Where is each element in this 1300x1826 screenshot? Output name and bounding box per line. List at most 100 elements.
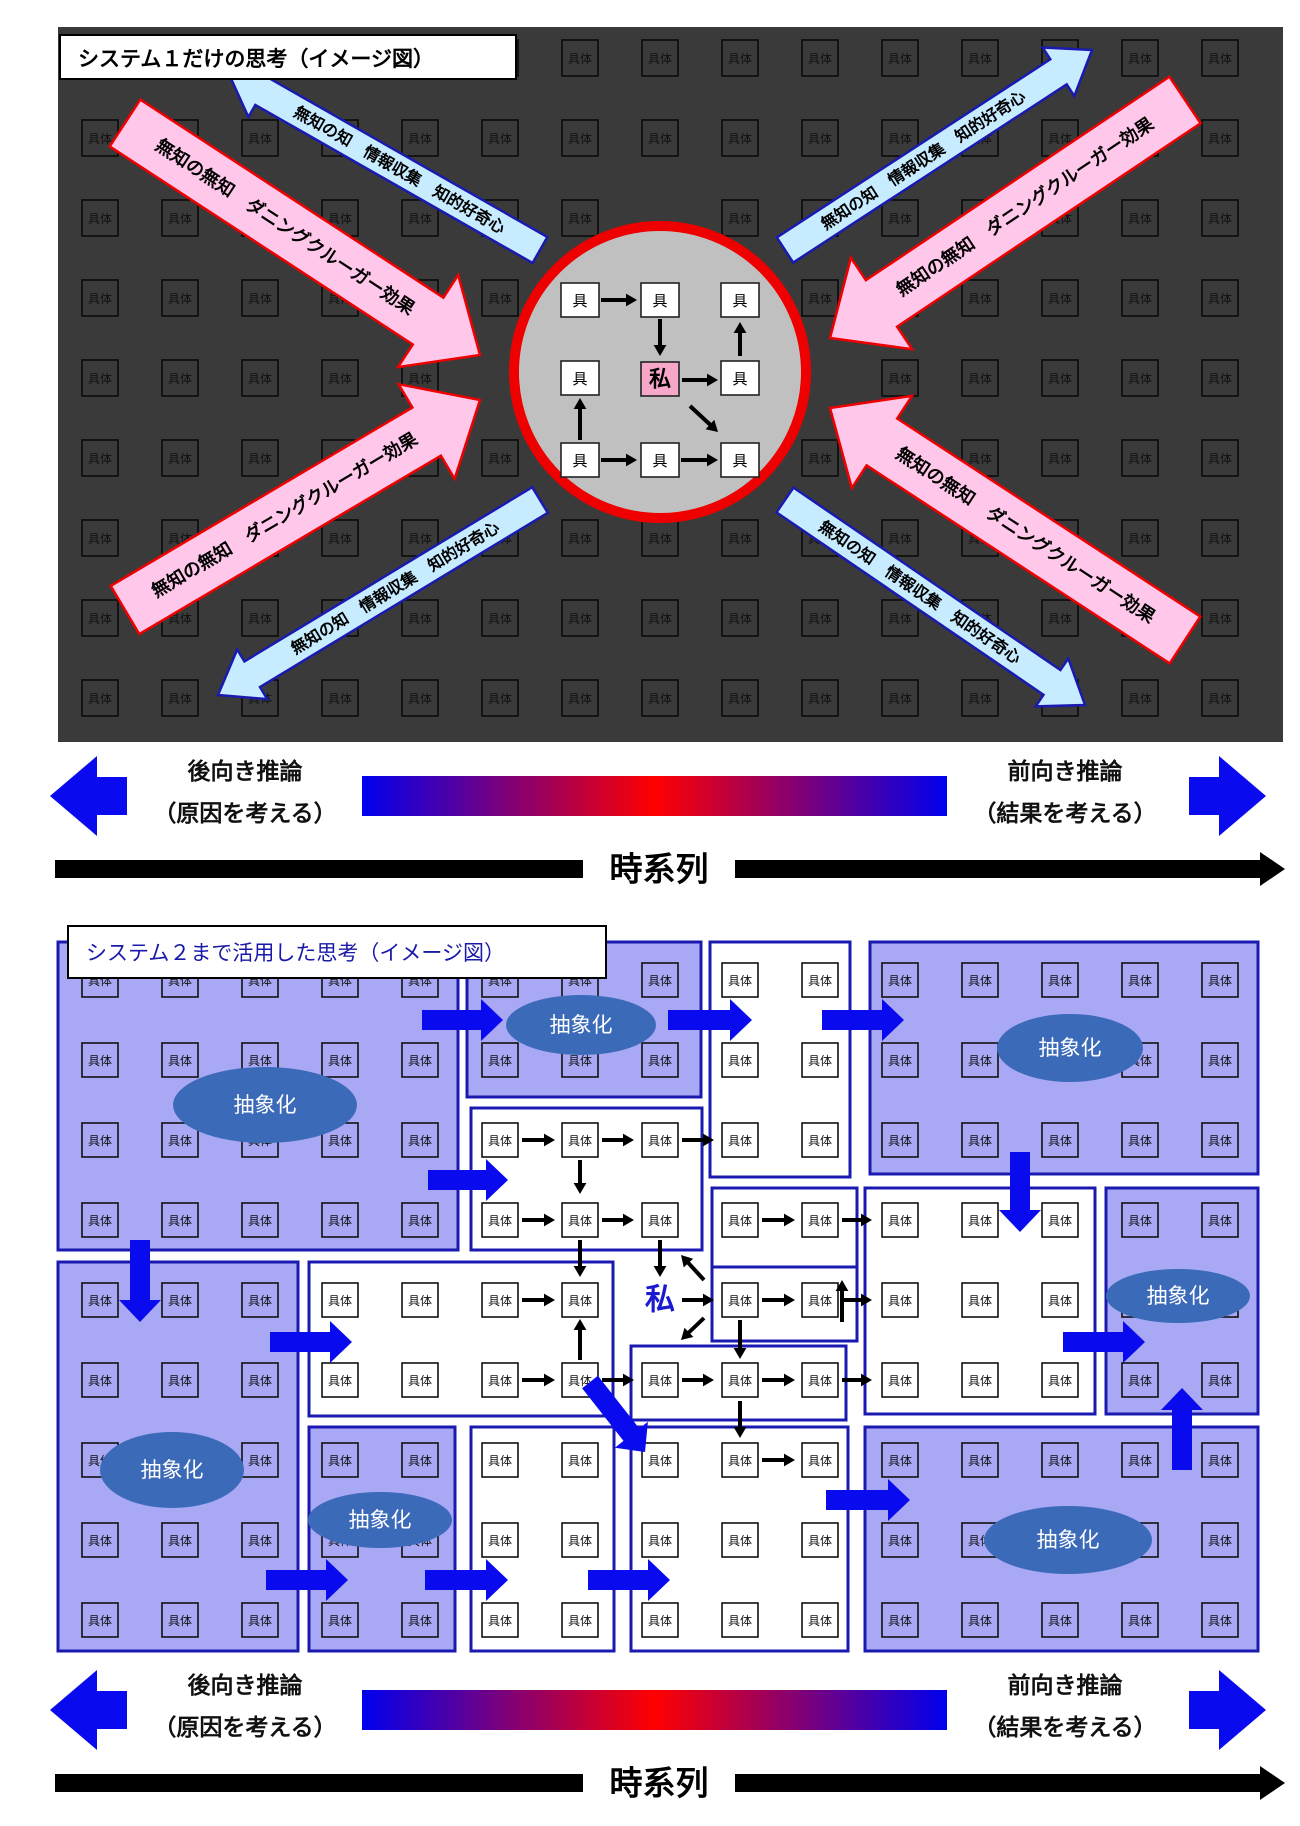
concrete-cell-label: 具 [732, 370, 747, 388]
concrete-cell: 具体 [561, 519, 599, 557]
concrete-cell-label: 具体 [568, 1614, 592, 1628]
concrete-cell: 具体 [401, 679, 439, 717]
concrete-cell-label: 具体 [808, 1534, 832, 1548]
concrete-cell-box [81, 439, 119, 477]
concrete-cell-label: 具体 [1048, 974, 1072, 988]
concrete-cell-label: 具体 [248, 612, 272, 626]
concrete-cell-label: 具体 [648, 1214, 672, 1228]
concrete-cell: 具体 [801, 679, 839, 717]
concrete-cell-box [1121, 962, 1159, 998]
concrete-cell: 具体 [801, 1522, 839, 1558]
concrete-cell: 具体 [721, 1042, 759, 1078]
concrete-cell-label: 具体 [1128, 372, 1152, 386]
concrete-cell-box [1121, 439, 1159, 477]
concrete-cell-label: 具体 [248, 1614, 272, 1628]
concrete-cell-box [1041, 599, 1079, 637]
abstraction-flow-arrow [270, 1321, 352, 1363]
concrete-cell-label: 具体 [1128, 692, 1152, 706]
concrete-cell-label: 具体 [1208, 452, 1232, 466]
concrete-cell-label: 具体 [888, 1454, 912, 1468]
concrete-cell-label: 具体 [568, 1294, 592, 1308]
concrete-cell-label: 具体 [1048, 132, 1072, 146]
concrete-cell-box [641, 39, 679, 77]
abstraction-flow-arrow [826, 1479, 910, 1521]
concrete-cell: 具体 [481, 1042, 519, 1078]
concrete-cell-box [641, 962, 679, 998]
concrete-cell: 具体 [81, 519, 119, 557]
abstraction-ellipse-label: 抽象化 [1039, 1036, 1102, 1060]
concrete-cell-box [321, 1202, 359, 1238]
abstraction-ellipse-label: 抽象化 [141, 1458, 204, 1482]
concrete-cell-label: 具体 [168, 372, 192, 386]
concrete-cell: 具 [720, 360, 760, 396]
concrete-cell: 具体 [241, 119, 279, 157]
concrete-cell: 具体 [961, 39, 999, 77]
black-arrow [733, 1320, 747, 1359]
concrete-cell-label: 具体 [568, 1374, 592, 1388]
concrete-cell-label: 具体 [968, 292, 992, 306]
concrete-cell-box [241, 599, 279, 637]
abstraction-ellipse-label: 抽象化 [234, 1093, 297, 1117]
concrete-cell-box [241, 1282, 279, 1318]
arrow-shape [216, 485, 550, 701]
concrete-cell-label: 具体 [248, 1054, 272, 1068]
abstraction-ellipse-shape [997, 1014, 1143, 1082]
concrete-cell-box [721, 962, 759, 998]
concrete-cell-label: 具体 [968, 1054, 992, 1068]
concrete-cell-box [1121, 1602, 1159, 1638]
self-node-label: 私 [649, 368, 671, 393]
concrete-cell: 具体 [561, 1122, 599, 1158]
concrete-cell-box [1201, 1442, 1239, 1478]
concrete-cell-box [161, 679, 199, 717]
backward-inference-label: 後向き推論 [188, 758, 304, 785]
concrete-cell-label: 具体 [888, 974, 912, 988]
concrete-cell-label: 具体 [968, 1214, 992, 1228]
concrete-cell-label: 具体 [968, 1454, 992, 1468]
abstraction-flow-arrow [1063, 1321, 1145, 1363]
concrete-cell: 具体 [81, 359, 119, 397]
concrete-cell-box [961, 1282, 999, 1318]
concrete-cell-box [161, 439, 199, 477]
concrete-cell-label: 具体 [728, 1534, 752, 1548]
concrete-cell-label: 具体 [568, 1054, 592, 1068]
concrete-cell: 具体 [241, 439, 279, 477]
concrete-cell-label: 具体 [168, 212, 192, 226]
concrete-region [307, 1260, 615, 1418]
concrete-cell-label: 具体 [568, 1214, 592, 1228]
concrete-cell-box [1201, 359, 1239, 397]
concrete-cell-label: 具体 [488, 132, 512, 146]
black-arrow [522, 1133, 555, 1147]
concrete-cell-box [721, 519, 759, 557]
concrete-cell-box [641, 679, 679, 717]
concrete-cell-label: 具 [652, 452, 667, 470]
concrete-cell-box [481, 1122, 519, 1158]
concrete-cell-label: 具体 [168, 1134, 192, 1148]
concrete-cell: 具体 [161, 1602, 199, 1638]
concrete-cell-label: 具体 [488, 1534, 512, 1548]
system2-concrete-grid: 具体具体具体具体具体具体具体具体具体具体具体具体具体具体具体具体具体具体具体具体… [81, 962, 1239, 1638]
black-arrow [681, 1316, 706, 1340]
concrete-cell: 具体 [1121, 1362, 1159, 1398]
concrete-cell-label: 具体 [968, 1134, 992, 1148]
concrete-cell-label: 具体 [408, 372, 432, 386]
concrete-cell: 具 [560, 282, 600, 318]
concrete-cell-box [560, 442, 600, 478]
concrete-cell-label: 具体 [888, 612, 912, 626]
concrete-cell-label: 具体 [1128, 1214, 1152, 1228]
concrete-cell: 具体 [801, 279, 839, 317]
concrete-cell-box [241, 1362, 279, 1398]
concrete-cell-box [401, 679, 439, 717]
concrete-cell-box [401, 1042, 439, 1078]
concrete-cell-box [1201, 1122, 1239, 1158]
concrete-cell: 具体 [801, 39, 839, 77]
concrete-cell: 具体 [961, 679, 999, 717]
concrete-cell-box [161, 279, 199, 317]
concrete-cell-box [801, 1282, 839, 1318]
time-axis-left [55, 860, 583, 878]
concrete-cell: 具体 [1201, 1522, 1239, 1558]
concrete-cell-label: 具体 [168, 692, 192, 706]
concrete-cell-box [961, 1042, 999, 1078]
concrete-cell: 具体 [1201, 359, 1239, 397]
concrete-cell-label: 具体 [1048, 452, 1072, 466]
